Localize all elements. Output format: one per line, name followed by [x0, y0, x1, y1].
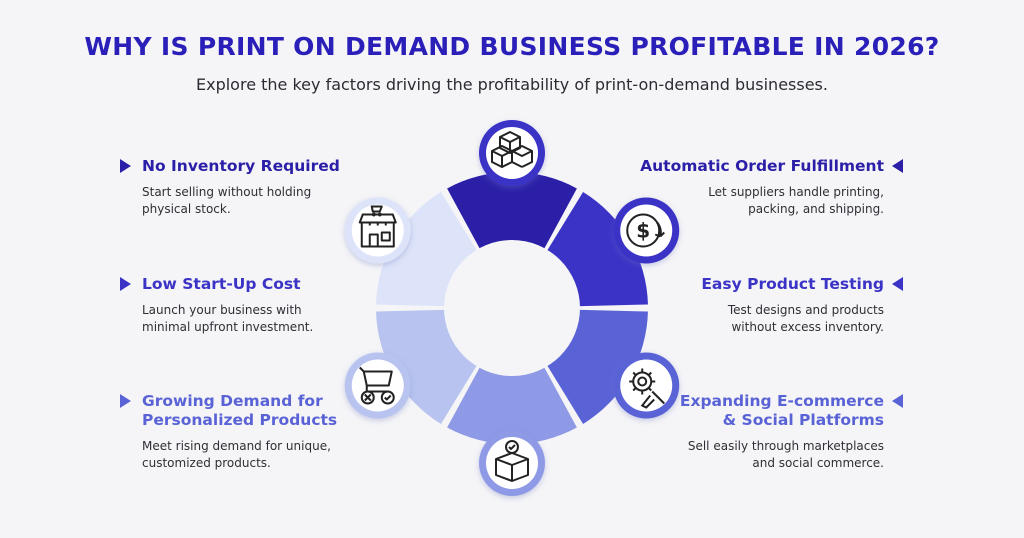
wheel-hub	[444, 240, 580, 376]
factor-low-startup-cost: Low Start-Up Cost Launch your business w…	[142, 275, 422, 336]
factor-title: Automatic Order Fulfillment	[640, 157, 884, 175]
right-arrow-3	[892, 394, 903, 408]
factor-description: Let suppliers handle printing,packing, a…	[708, 185, 884, 216]
segment-top	[447, 171, 577, 256]
segment-bottom	[447, 360, 577, 445]
left-arrow-3	[120, 394, 131, 408]
gear-brush-icon	[613, 352, 680, 419]
factor-automatic-fulfillment: Automatic Order Fulfillment Let supplier…	[604, 157, 884, 218]
factor-title: Expanding E-commerce& Social Platforms	[679, 392, 884, 429]
svg-text:$: $	[636, 219, 650, 243]
factor-expanding-ecommerce: Expanding E-commerce& Social Platforms S…	[604, 392, 884, 472]
cart-approve-reject-icon	[344, 352, 411, 419]
dollar-refresh-icon: $	[613, 197, 680, 264]
left-arrow-2	[120, 277, 131, 291]
checked-box-icon	[479, 430, 545, 496]
storefront-cart-icon	[344, 197, 411, 264]
factor-title: Low Start-Up Cost	[142, 275, 301, 293]
left-arrow-1	[120, 159, 131, 173]
factor-title: No Inventory Required	[142, 157, 340, 175]
factor-description: Meet rising demand for unique,customized…	[142, 439, 331, 470]
page-subtitle: Explore the key factors driving the prof…	[196, 75, 828, 94]
factor-easy-testing: Easy Product Testing Test designs and pr…	[604, 275, 884, 336]
right-arrow-1	[892, 159, 903, 173]
factor-title: Easy Product Testing	[701, 275, 884, 293]
page-title: WHY IS PRINT ON DEMAND BUSINESS PROFITAB…	[84, 32, 940, 61]
right-arrow-2	[892, 277, 903, 291]
factor-no-inventory: No Inventory Required Start selling with…	[142, 157, 422, 218]
boxes-icon	[479, 120, 545, 186]
